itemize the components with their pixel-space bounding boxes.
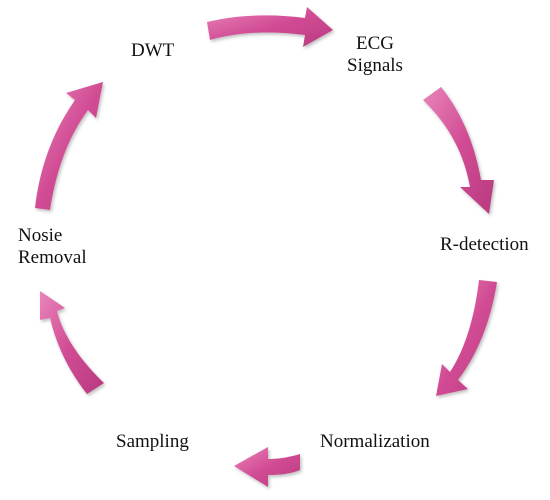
arrow-rdetection-to-normalization <box>436 280 497 396</box>
arrow-dwt-to-ecg <box>207 7 333 47</box>
arrow-noise-removal-to-dwt <box>35 82 103 210</box>
step-ecg-line1: ECG <box>355 33 394 54</box>
step-noise-line2: Removal <box>18 247 87 268</box>
step-dwt: DWT <box>131 40 175 61</box>
step-normalization: Normalization <box>320 431 430 452</box>
step-r-detection: R-detection <box>440 234 529 255</box>
step-ecg-signals: ECG Signals <box>347 33 403 77</box>
arrow-sampling-to-noise-removal <box>40 291 104 394</box>
arrow-normalization-to-sampling <box>234 447 300 487</box>
step-noise-removal: Nosie Removal <box>18 225 87 269</box>
step-ecg-line2: Signals <box>347 55 403 76</box>
step-noise-line1: Nosie <box>18 225 63 246</box>
arrow-ecg-to-rdetection <box>423 87 494 214</box>
step-sampling: Sampling <box>116 431 189 452</box>
